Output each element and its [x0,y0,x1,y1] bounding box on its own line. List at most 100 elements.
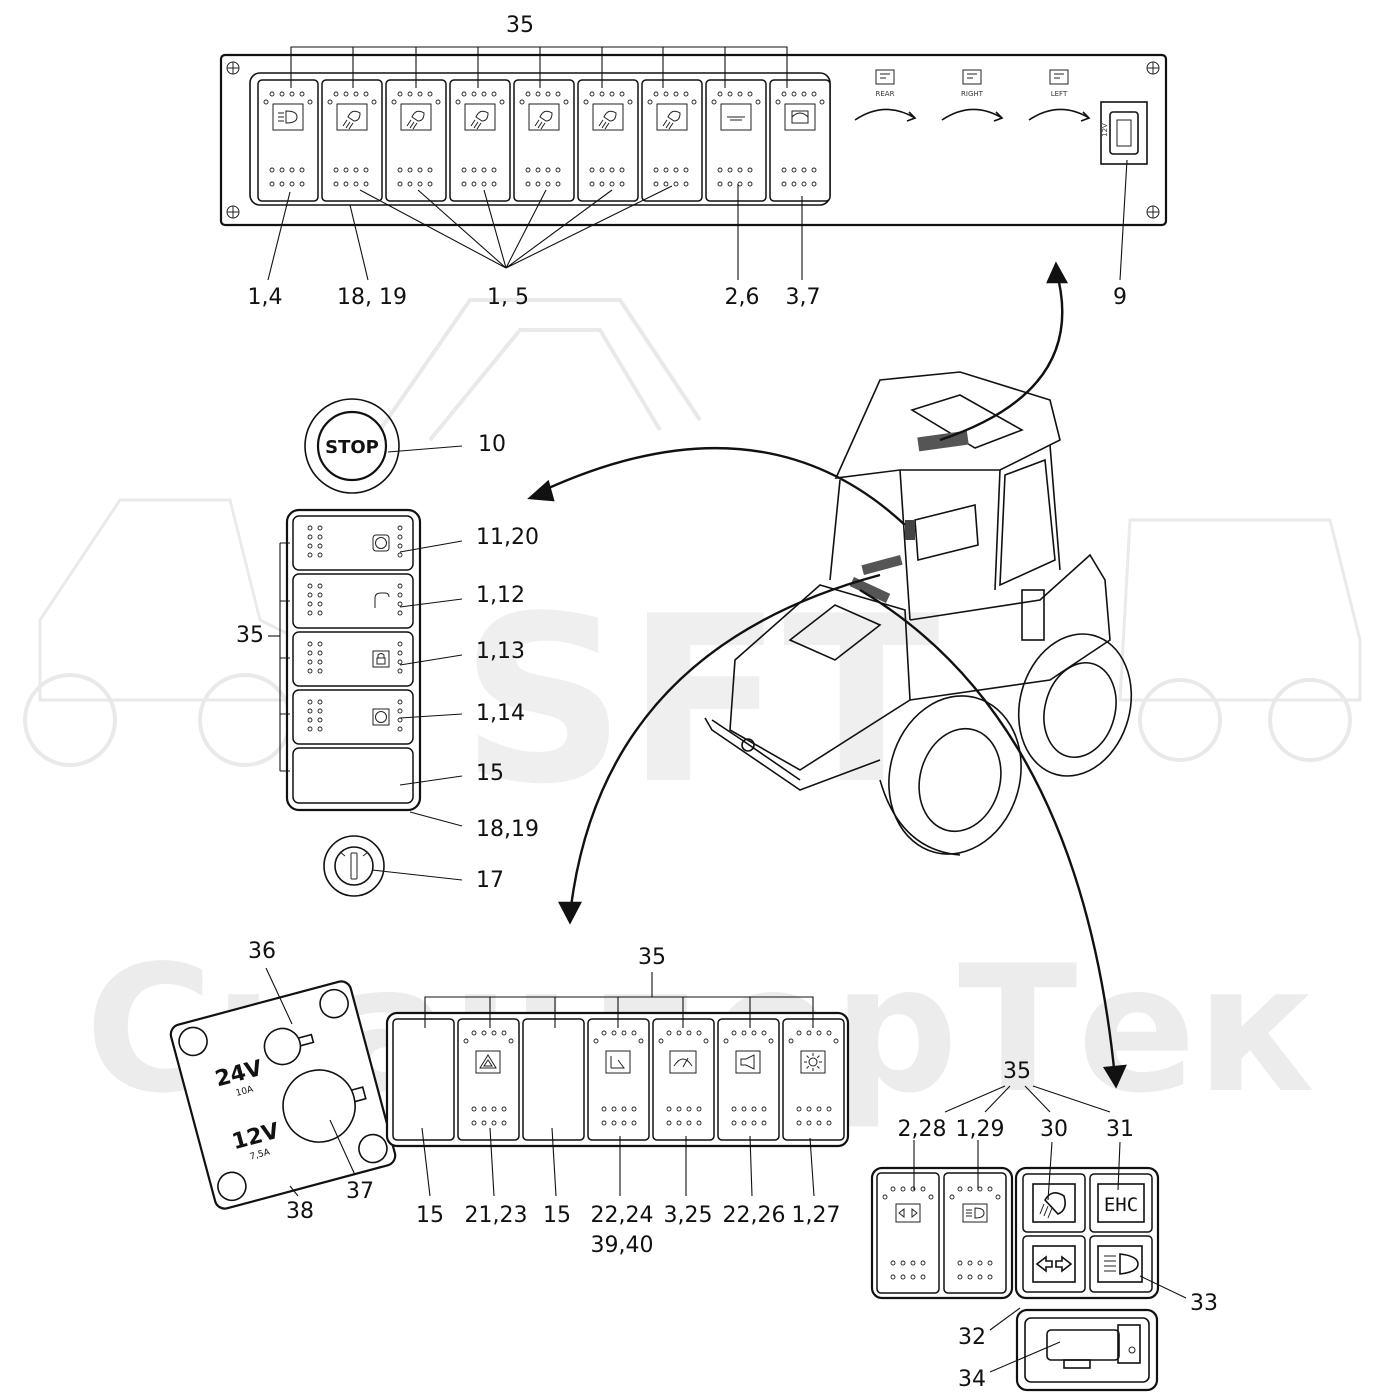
beacon-icon [800,1050,826,1074]
ehc-label: EHC [1104,1194,1138,1216]
callout-38: 38 [286,1199,314,1224]
socket-12v[interactable] [275,1059,374,1150]
callout-17: 17 [476,868,504,893]
lock-icon [372,650,390,668]
callout-34: 34 [958,1367,986,1392]
side-panel-bracket-label: 35 [236,623,264,648]
right-switch-headlight[interactable] [943,1172,1007,1294]
top-switch-worklight-5[interactable] [577,79,639,202]
callout-31: 31 [1106,1117,1134,1142]
right-switch-turn-signal[interactable] [876,1172,940,1294]
side-switch-w[interactable] [292,689,414,745]
socket-24v[interactable] [260,1021,317,1068]
current-10a: 10A [235,1084,255,1098]
callout-3-7: 3,7 [786,285,821,310]
arrow-to-side-panel [539,446,906,526]
socket-plate-callouts: 36 37 38 [248,939,374,1224]
work-light-icon [662,110,681,130]
mirror-control-left[interactable]: LEFT [1028,69,1091,122]
arrow-to-right-group [859,588,1117,1079]
top-switch-worklight-1[interactable] [321,79,383,202]
top-panel-bracket-label: 35 [506,13,534,38]
parking-brake-icon [372,534,390,552]
bottom-switch-gauge[interactable] [652,1018,715,1141]
callout-11-20: 11,20 [476,525,539,550]
callout-15-bottom-b: 15 [543,1203,571,1228]
top-switch-lamp[interactable] [257,79,319,202]
side-switch-lock[interactable] [292,631,414,687]
callout-1-29: 1,29 [956,1117,1005,1142]
top-switch-worklight-2[interactable] [385,79,447,202]
mirror-label-rear: REAR [876,90,895,98]
rear-wiper-icon [727,116,745,121]
stop-button[interactable]: STOP [304,398,400,494]
headlight-icon [278,110,298,124]
mirror-label-right: RIGHT [961,90,984,98]
ehc-button[interactable]: EHC [1089,1173,1153,1233]
power-socket[interactable]: 12V [1100,101,1148,165]
key-switch[interactable] [323,835,385,897]
top-switch-rear-wiper[interactable] [705,79,767,202]
callout-1-14: 1,14 [476,701,525,726]
bottom-switch-beacon[interactable] [782,1018,845,1141]
arrow-to-bottom-panel [568,573,881,916]
callout-10: 10 [478,432,506,457]
turn-signal-icon [895,1203,921,1223]
right-group-bracket-label: 35 [1003,1059,1031,1084]
bottom-switch-horn[interactable] [717,1018,780,1141]
w-icon [372,708,390,726]
accessory-socket[interactable] [1015,1308,1159,1392]
callout-39-40: 39,40 [591,1233,654,1258]
callout-1-12: 1,12 [476,583,525,608]
callout-33: 33 [1190,1291,1218,1316]
top-switch-worklight-3[interactable] [449,79,511,202]
right-switch-group: EHC 35 [870,1059,1160,1392]
top-switch-washer[interactable] [769,79,831,202]
turn-signal-button[interactable] [1022,1235,1086,1293]
callout-18-19-top: 18, 19 [337,285,407,310]
work-light-button[interactable] [1022,1173,1086,1233]
side-blank-switch[interactable] [292,747,414,804]
callout-9: 9 [1113,285,1127,310]
headlight-button[interactable] [1089,1235,1153,1293]
horn-icon [735,1050,761,1074]
roof-panel-highlight [917,430,969,452]
work-light-icon [598,110,617,130]
mirror-control-right[interactable]: RIGHT [941,69,1004,122]
callout-3-25: 3,25 [664,1203,713,1228]
callout-1-27: 1,27 [792,1203,841,1228]
hazard-icon [475,1050,501,1074]
callout-36: 36 [248,939,276,964]
right-group-callouts: 2,28 1,29 30 31 32 33 34 [898,1117,1218,1392]
bottom-panel-callouts: 15 21,23 15 22,24 39,40 3,25 22,26 1,27 [416,1127,841,1258]
callout-18-19-side: 18,19 [476,817,539,842]
side-switch-parking-brake[interactable] [292,515,414,571]
connection-arrows [527,261,1127,1089]
callout-32: 32 [958,1325,986,1350]
callout-15-bottom-a: 15 [416,1203,444,1228]
side-switch-hitch[interactable] [292,573,414,629]
top-switch-worklight-4[interactable] [513,79,575,202]
top-panel-callouts: 1,4 18, 19 1, 5 2,6 3,7 9 [248,159,1128,310]
bottom-switch-panel: 35 [385,945,850,1148]
socket-plate: 24V 10A 12V 7,5A [169,980,397,1210]
bottom-blank-switch-1[interactable] [392,1018,455,1141]
watermark-brand: SFT [460,568,940,835]
bottom-switch-bucket[interactable] [587,1018,650,1141]
headlight-icon [962,1203,988,1223]
arrow-to-top-panel [939,269,1064,442]
dash-panel-highlight [905,520,915,540]
callout-37: 37 [346,1179,374,1204]
bottom-blank-switch-2[interactable] [522,1018,585,1141]
bottom-panel-bracket-label: 35 [638,945,666,970]
callout-30: 30 [1040,1117,1068,1142]
callout-15-side: 15 [476,761,504,786]
work-light-icon [342,110,361,130]
bottom-switch-hazard[interactable] [457,1018,520,1141]
callout-1-5: 1, 5 [487,285,529,310]
stop-button-text: STOP [325,437,379,458]
work-light-icon [406,110,425,130]
callout-1-13: 1,13 [476,639,525,664]
mirror-control-rear[interactable]: REAR [854,69,917,122]
top-switch-worklight-6[interactable] [641,79,703,202]
